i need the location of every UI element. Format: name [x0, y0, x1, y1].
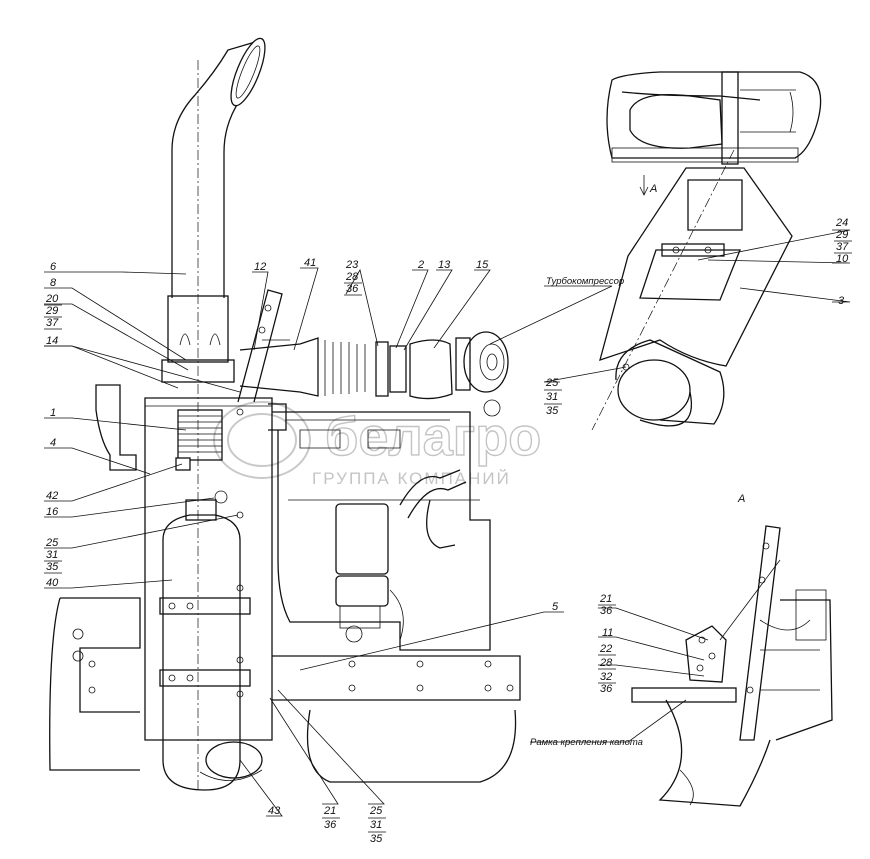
callouts-top-view: 24 29 37 10 3 25 31 35 [544, 217, 852, 417]
hood-frame-label: Рамка крепления капота [530, 737, 643, 748]
watermark-tagline: ГРУППА КОМПАНИЙ [312, 469, 511, 488]
callout-25-bottom: 25 [369, 805, 383, 817]
callout-40: 40 [46, 577, 59, 589]
view-a [631, 525, 833, 807]
callout-14: 14 [46, 335, 58, 347]
callout-29: 29 [45, 305, 58, 317]
callout-16: 16 [46, 506, 59, 518]
callout-23: 23 [345, 259, 359, 271]
callout-43: 43 [268, 805, 281, 817]
callout-13: 13 [438, 259, 451, 271]
callout-25-top: 25 [545, 377, 559, 389]
view-a-title: A [737, 493, 745, 505]
watermark-brand: белагро [325, 407, 541, 467]
callout-2: 2 [417, 259, 424, 271]
callout-25-main: 25 [45, 537, 59, 549]
callout-6: 6 [50, 261, 57, 273]
callout-36-main: 36 [346, 283, 359, 295]
callout-22: 22 [599, 643, 612, 655]
callout-31-bottom: 31 [370, 819, 382, 831]
callout-35-bottom: 35 [370, 833, 383, 845]
callout-37-top: 37 [836, 241, 849, 253]
callout-20: 20 [45, 293, 59, 305]
callout-28-main: 28 [345, 271, 359, 283]
callout-42: 42 [46, 490, 58, 502]
watermark: белагро ГРУППА КОМПАНИЙ [213, 401, 542, 488]
callout-3: 3 [838, 295, 845, 307]
callout-31-top: 31 [546, 391, 558, 403]
callout-32: 32 [600, 671, 612, 683]
main-view [49, 37, 521, 791]
callout-21-view-a: 21 [599, 593, 612, 605]
callout-37: 37 [46, 317, 59, 329]
leader-lines [44, 229, 851, 817]
callouts-main: 6 8 20 29 37 14 1 4 42 16 25 31 35 40 12… [44, 257, 559, 845]
callout-35-top: 35 [546, 405, 559, 417]
view-arrow-letter: A [649, 183, 657, 195]
callout-24: 24 [835, 217, 848, 229]
callout-21-main: 21 [323, 805, 336, 817]
callout-29-top: 29 [835, 229, 848, 241]
callout-11: 11 [602, 627, 613, 639]
top-view [591, 71, 822, 431]
turbocharger-label: Турбокомпрессор [546, 276, 624, 287]
callout-41: 41 [304, 257, 316, 269]
callout-15: 15 [476, 259, 489, 271]
callout-36-view-a: 36 [600, 605, 613, 617]
callout-10: 10 [836, 253, 849, 265]
callout-8: 8 [50, 277, 57, 289]
callout-35-main: 35 [46, 561, 59, 573]
callout-31-main: 31 [46, 549, 58, 561]
callout-5: 5 [552, 601, 559, 613]
callout-36-bottom: 36 [324, 819, 337, 831]
callout-1: 1 [50, 407, 56, 419]
callout-4: 4 [50, 437, 56, 449]
callout-36-view-a-2: 36 [600, 683, 613, 695]
callout-28-view-a: 28 [599, 657, 613, 669]
callouts-view-a: 21 36 11 22 28 32 36 [598, 593, 616, 695]
labels: Турбокомпрессор Рамка крепления капота A… [530, 183, 745, 748]
callout-12: 12 [254, 261, 266, 273]
